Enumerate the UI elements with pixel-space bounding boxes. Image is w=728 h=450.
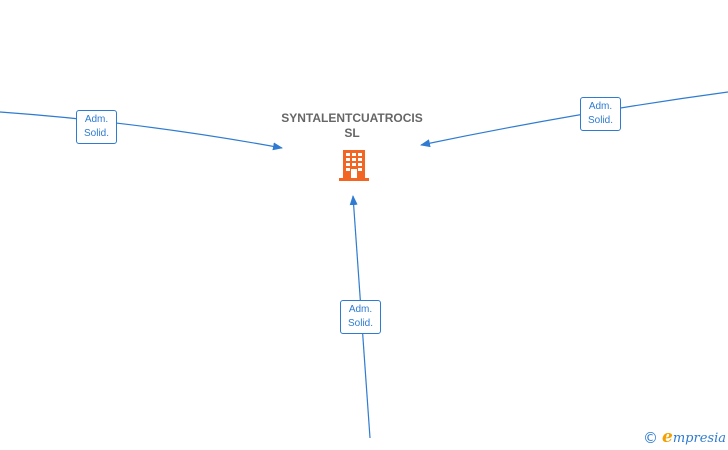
footer-brand: © e mpresia [643,427,726,449]
company-node-label[interactable]: SYNTALENTCUATROCIS SL [252,111,452,141]
edge-left [0,111,283,151]
company-name-line2: SL [344,126,360,140]
brand-name: mpresia [672,431,726,446]
edge-right [420,91,728,148]
relation-label-line1: Adm. [84,114,109,125]
relation-label-line2: Solid. [587,115,613,126]
building-icon[interactable] [337,148,371,182]
relation-label-line2: Solid. [83,128,109,139]
copyright-icon: © [643,429,659,447]
brand-initial: e [662,427,673,447]
relation-label-bottom[interactable]: Adm. Solid. [340,300,381,334]
company-name-line1: SYNTALENTCUATROCIS [281,111,423,125]
relation-label-right[interactable]: Adm. Solid. [580,97,621,131]
relation-label-line2: Solid. [347,318,373,329]
relation-label-line1: Adm. [588,101,613,112]
relation-label-line1: Adm. [348,304,373,315]
relation-label-left[interactable]: Adm. Solid. [76,110,117,144]
brand-logo[interactable]: e mpresia [662,427,726,449]
